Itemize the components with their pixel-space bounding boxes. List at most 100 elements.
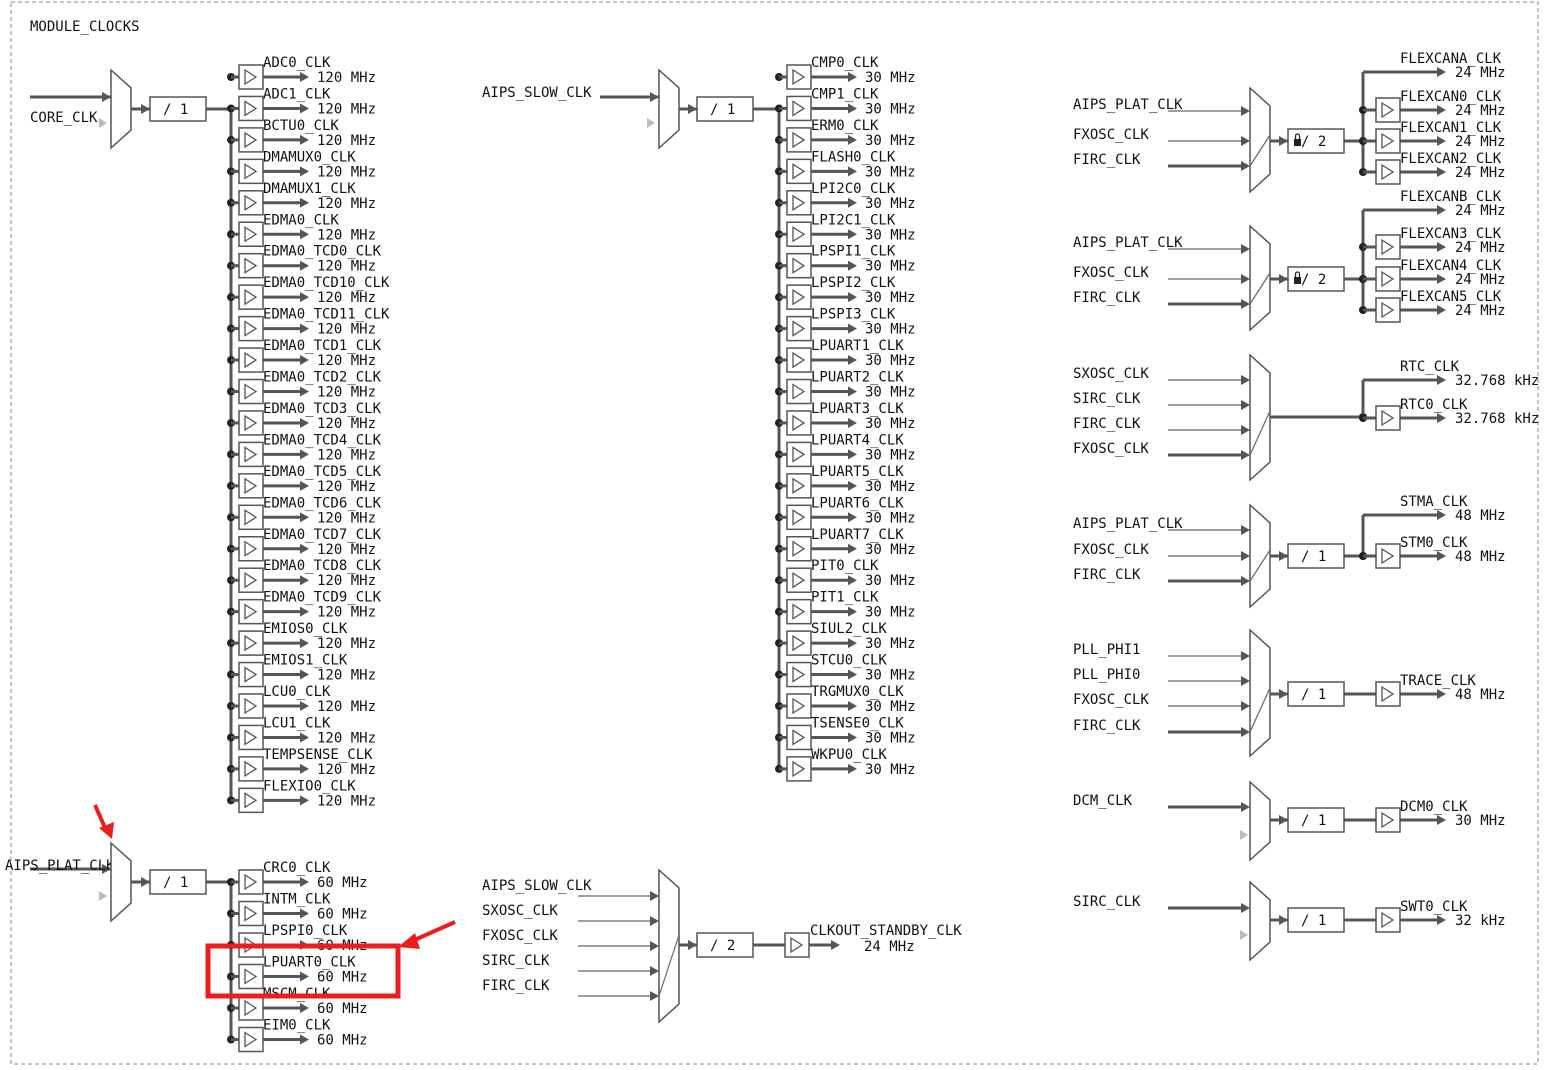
right-input-label[interactable]: FIRC_CLK — [1073, 152, 1141, 168]
gate-rect[interactable] — [1375, 234, 1401, 260]
gate-rect[interactable] — [786, 315, 812, 342]
gate-rect[interactable] — [238, 869, 264, 895]
right-output-name[interactable]: SWT0_CLK — [1400, 899, 1468, 915]
gate-rect[interactable] — [238, 441, 264, 468]
output-name[interactable]: LPI2C1_CLK — [811, 212, 896, 228]
gate-rect[interactable] — [1375, 297, 1401, 323]
divider-box[interactable]: / 2 — [1287, 266, 1345, 292]
clock-gate[interactable] — [786, 661, 812, 688]
right-output-name[interactable]: STM0_CLK — [1400, 535, 1468, 551]
clock-gate[interactable] — [1375, 128, 1401, 154]
clock-gate[interactable] — [238, 787, 264, 814]
clock-gate[interactable] — [786, 441, 812, 468]
right-output-name[interactable]: FLEXCAN5_CLK — [1400, 289, 1502, 305]
clock-gate[interactable] — [786, 347, 812, 373]
gate-rect[interactable] — [786, 661, 812, 688]
right-selector-mux[interactable] — [1249, 353, 1271, 482]
output-name[interactable]: LPUART0_CLK — [263, 955, 356, 971]
clock-gate[interactable] — [238, 315, 264, 342]
right-input-label[interactable]: PLL_PHI1 — [1073, 642, 1140, 658]
right-selector-mux[interactable] — [1249, 224, 1271, 332]
output-name[interactable]: EDMA0_TCD7_CLK — [263, 527, 382, 543]
gate-rect[interactable] — [786, 567, 812, 593]
right-output-name[interactable]: FLEXCAN2_CLK — [1400, 151, 1502, 167]
output-name[interactable]: LCU1_CLK — [263, 715, 331, 731]
gate-rect[interactable] — [238, 693, 264, 719]
clock-gate[interactable] — [786, 127, 812, 153]
output-name[interactable]: LPSPI2_CLK — [811, 275, 896, 291]
output-name[interactable]: LPSPI0_CLK — [263, 923, 348, 939]
gate-rect[interactable] — [1375, 807, 1401, 833]
clock-gate[interactable] — [786, 410, 812, 436]
divider-box[interactable]: / 1 — [1287, 543, 1345, 569]
right-input-label[interactable]: FXOSC_CLK — [1073, 127, 1149, 143]
gate-rect[interactable] — [238, 598, 264, 625]
clock-gate[interactable] — [786, 95, 812, 122]
clock-gate[interactable] — [786, 315, 812, 342]
gate-rect[interactable] — [786, 378, 812, 405]
clock-gate[interactable] — [238, 221, 264, 247]
right-input-label[interactable]: SIRC_CLK — [1073, 391, 1141, 407]
output-name[interactable]: SIUL2_CLK — [811, 621, 887, 637]
output-name[interactable]: LPSPI3_CLK — [811, 307, 896, 323]
gate-rect[interactable] — [238, 190, 264, 216]
gate-rect[interactable] — [1375, 907, 1401, 933]
output-name[interactable]: LPUART7_CLK — [811, 527, 904, 543]
output-name[interactable]: DMAMUX1_CLK — [263, 181, 356, 197]
clock-gate[interactable] — [786, 190, 812, 216]
gate-rect[interactable] — [786, 504, 812, 531]
clock-gate[interactable] — [1375, 405, 1401, 431]
right-output-name[interactable]: FLEXCAN0_CLK — [1400, 89, 1502, 105]
right-output-name[interactable]: DCM0_CLK — [1400, 799, 1468, 815]
divider-box[interactable]: / 1 — [696, 96, 754, 122]
gate-rect[interactable] — [238, 315, 264, 342]
right-output-name[interactable]: FLEXCAN1_CLK — [1400, 120, 1502, 136]
gate-rect[interactable] — [1375, 266, 1401, 292]
right-selector-mux[interactable] — [1249, 503, 1271, 609]
gate-rect[interactable] — [786, 127, 812, 153]
clock-gate[interactable] — [784, 932, 810, 958]
clock-gate[interactable] — [238, 1026, 264, 1053]
output-name[interactable]: EDMA0_TCD1_CLK — [263, 338, 382, 354]
right-input-label[interactable]: FIRC_CLK — [1073, 718, 1141, 734]
output-name[interactable]: PIT1_CLK — [811, 590, 879, 606]
output-name[interactable]: LPUART1_CLK — [811, 338, 904, 354]
gate-rect[interactable] — [786, 190, 812, 216]
output-name[interactable]: EDMA0_TCD5_CLK — [263, 464, 382, 480]
right-output-name[interactable]: RTC_CLK — [1400, 359, 1460, 375]
output-name[interactable]: EMIOS0_CLK — [263, 621, 348, 637]
right-output-name[interactable]: FLEXCAN3_CLK — [1400, 226, 1502, 242]
output-name[interactable]: EDMA0_TCD2_CLK — [263, 370, 382, 386]
gate-rect[interactable] — [786, 598, 812, 625]
clkout-output-name[interactable]: CLKOUT_STANDBY_CLK — [810, 923, 962, 939]
clock-gate[interactable] — [238, 661, 264, 688]
gate-rect[interactable] — [786, 693, 812, 719]
output-name[interactable]: INTM_CLK — [263, 892, 331, 908]
clock-gate[interactable] — [1375, 234, 1401, 260]
output-name[interactable]: EDMA0_TCD3_CLK — [263, 401, 382, 417]
selector-mux[interactable] — [658, 68, 680, 150]
gate-rect[interactable] — [238, 567, 264, 593]
gate-rect[interactable] — [786, 756, 812, 782]
gate-rect[interactable] — [238, 995, 264, 1021]
right-input-label[interactable]: SXOSC_CLK — [1073, 366, 1149, 382]
gate-rect[interactable] — [786, 95, 812, 122]
gate-rect[interactable] — [1375, 159, 1401, 185]
clkout-mux[interactable] — [658, 868, 680, 1024]
gate-rect[interactable] — [238, 661, 264, 688]
right-input-label[interactable]: AIPS_PLAT_CLK — [1073, 97, 1183, 113]
clock-gate[interactable] — [786, 756, 812, 782]
output-name[interactable]: WKPU0_CLK — [811, 747, 887, 763]
output-name[interactable]: DMAMUX0_CLK — [263, 149, 356, 165]
clock-gate[interactable] — [786, 598, 812, 625]
input-label[interactable]: AIPS_SLOW_CLK — [482, 85, 592, 101]
clock-gate[interactable] — [786, 536, 812, 562]
clock-gate[interactable] — [238, 284, 264, 310]
gate-rect[interactable] — [238, 252, 264, 279]
right-input-label[interactable]: DCM_CLK — [1073, 793, 1133, 809]
gate-rect[interactable] — [786, 221, 812, 247]
clock-gate[interactable] — [1375, 907, 1401, 933]
clkout-input-label[interactable]: AIPS_SLOW_CLK — [482, 878, 592, 894]
clock-gate[interactable] — [1375, 681, 1401, 707]
right-input-label[interactable]: FXOSC_CLK — [1073, 692, 1149, 708]
